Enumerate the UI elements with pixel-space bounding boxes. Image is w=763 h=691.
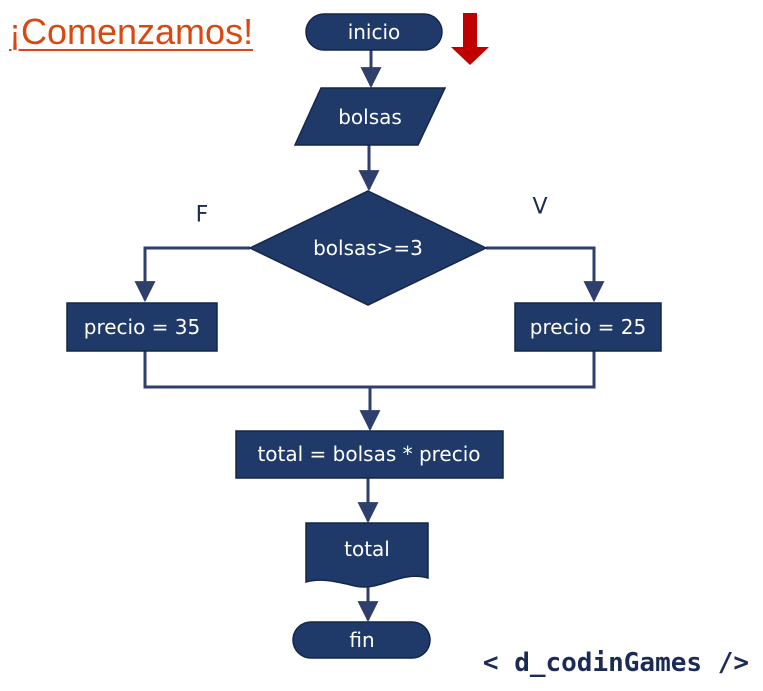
node-decision: bolsas>=3 [248, 190, 488, 306]
node-false-process-label: precio = 35 [84, 315, 201, 339]
edge-decision-true [486, 246, 605, 303]
node-true-process: precio = 25 [514, 302, 662, 352]
node-end: fin [292, 621, 431, 659]
node-input: bolsas [293, 87, 447, 146]
node-false-process: precio = 35 [66, 302, 218, 352]
node-input-label: bolsas [338, 105, 402, 129]
node-end-label: fin [349, 628, 374, 652]
page-heading: ¡Comenzamos! [9, 11, 254, 52]
branch-true-label: V [532, 195, 547, 220]
arrow-down-icon [451, 13, 489, 65]
node-start: inicio [305, 13, 443, 51]
node-calc: total = bolsas * precio [235, 430, 504, 479]
node-start-label: inicio [348, 20, 401, 44]
brand-logo-text: < d_codinGames /> [482, 648, 749, 678]
edge-decision-false [134, 246, 250, 303]
node-output: total [305, 522, 429, 588]
edge-false-to-merge [143, 351, 370, 389]
edge-true-to-merge [370, 351, 596, 389]
node-output-label: total [344, 537, 390, 561]
node-true-process-label: precio = 25 [530, 315, 647, 339]
branch-false-label: F [196, 203, 209, 228]
node-calc-label: total = bolsas * precio [257, 442, 480, 466]
node-decision-label: bolsas>=3 [313, 236, 423, 260]
